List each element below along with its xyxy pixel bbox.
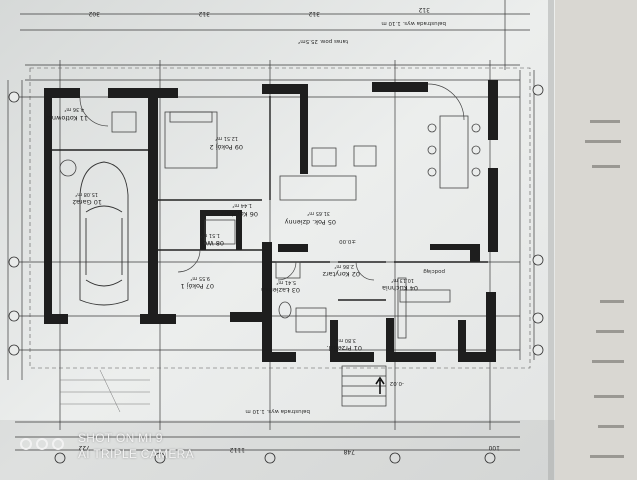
room-label-lazienka: 03 Łazienka [261, 286, 300, 294]
camera-logo-ring-1 [20, 438, 32, 450]
svg-text:748: 748 [343, 448, 355, 455]
room-label-korytarz02: 02 Korytarz [322, 270, 360, 278]
room-area-garaz: 15.08 m² [75, 191, 98, 197]
balustrade-label-bottom: balustrada wys. 1.10 m [245, 408, 310, 414]
right-page [548, 0, 637, 480]
room-label-pokoj1: 07 Pokój 1 [180, 282, 214, 290]
svg-text:722: 722 [78, 444, 90, 451]
room-area-pokoj1: 9.55 m² [190, 275, 210, 281]
room-label-korytarz06: 06 Korytarz [220, 210, 258, 218]
podciag-label: podciąg [423, 268, 445, 274]
watermark-line2: AI TRIPLE CAMERA [78, 447, 194, 461]
room-area-pok-dzienny: 31.65 m² [307, 210, 330, 216]
room-label-kotlownia: 11 Kotłownia [46, 114, 88, 122]
balustrade-label-top: balustrada wys. 1.10 m [381, 20, 446, 26]
furniture [59, 111, 481, 339]
room-area-przedsionek: 3.80 m² [336, 337, 356, 343]
camera-logo-ring-2 [36, 438, 48, 450]
paper-sheet [0, 0, 555, 480]
room-area-wc: 1.51 m² [200, 232, 220, 238]
low-level-label: -0.02 [390, 380, 404, 386]
right-page-text [585, 120, 624, 458]
terrace-label: taras pow. 25.5m² [298, 38, 348, 45]
svg-text:100: 100 [488, 444, 500, 451]
room-area-korytarz06: 1.44 m² [232, 202, 252, 208]
hatched-area [60, 369, 150, 413]
dimension-lines [7, 0, 535, 451]
room-area-kuchnia: 10.13 m² [391, 277, 414, 283]
car-outline [79, 161, 129, 306]
room-label-przedsionek: 01 Przedsi. [326, 344, 362, 352]
room-label-pokoj2: 09 Pokój 2 [209, 143, 243, 151]
svg-text:312: 312 [418, 6, 430, 13]
door-swings [79, 83, 465, 281]
room-area-korytarz02: 2.86 m² [334, 263, 354, 269]
svg-text:312: 312 [308, 10, 320, 17]
room-label-kuchnia: 04 Kuchnia [382, 284, 418, 292]
walls [44, 80, 498, 362]
svg-text:1112: 1112 [230, 446, 245, 453]
partitions [52, 96, 488, 301]
room-label-wc: 08 WC [202, 239, 224, 247]
watermark-line1: SHOT ON MI 9 [78, 431, 163, 445]
room-area-lazienka: 5.41 m² [276, 279, 296, 285]
entrance-stairs [341, 365, 387, 407]
terrace-outline [29, 67, 531, 369]
axis-markers [8, 84, 544, 464]
svg-text:312: 312 [198, 10, 210, 17]
svg-text:302: 302 [88, 10, 100, 17]
room-area-pokoj2: 12.51 m² [215, 135, 238, 141]
dimension-labels: 302 312 312 312 722 1112 748 100 [78, 6, 500, 455]
room-area-kotlownia: 4.36 m² [64, 106, 84, 112]
entrance-arrow [375, 376, 385, 394]
room-label-pok-dzienny: 05 Pok. dzienny [285, 218, 336, 226]
camera-logo-ring-3 [52, 438, 64, 450]
zero-level-label: ±0.00 [339, 238, 356, 244]
room-label-garaz: 10 Garaż [72, 198, 102, 206]
